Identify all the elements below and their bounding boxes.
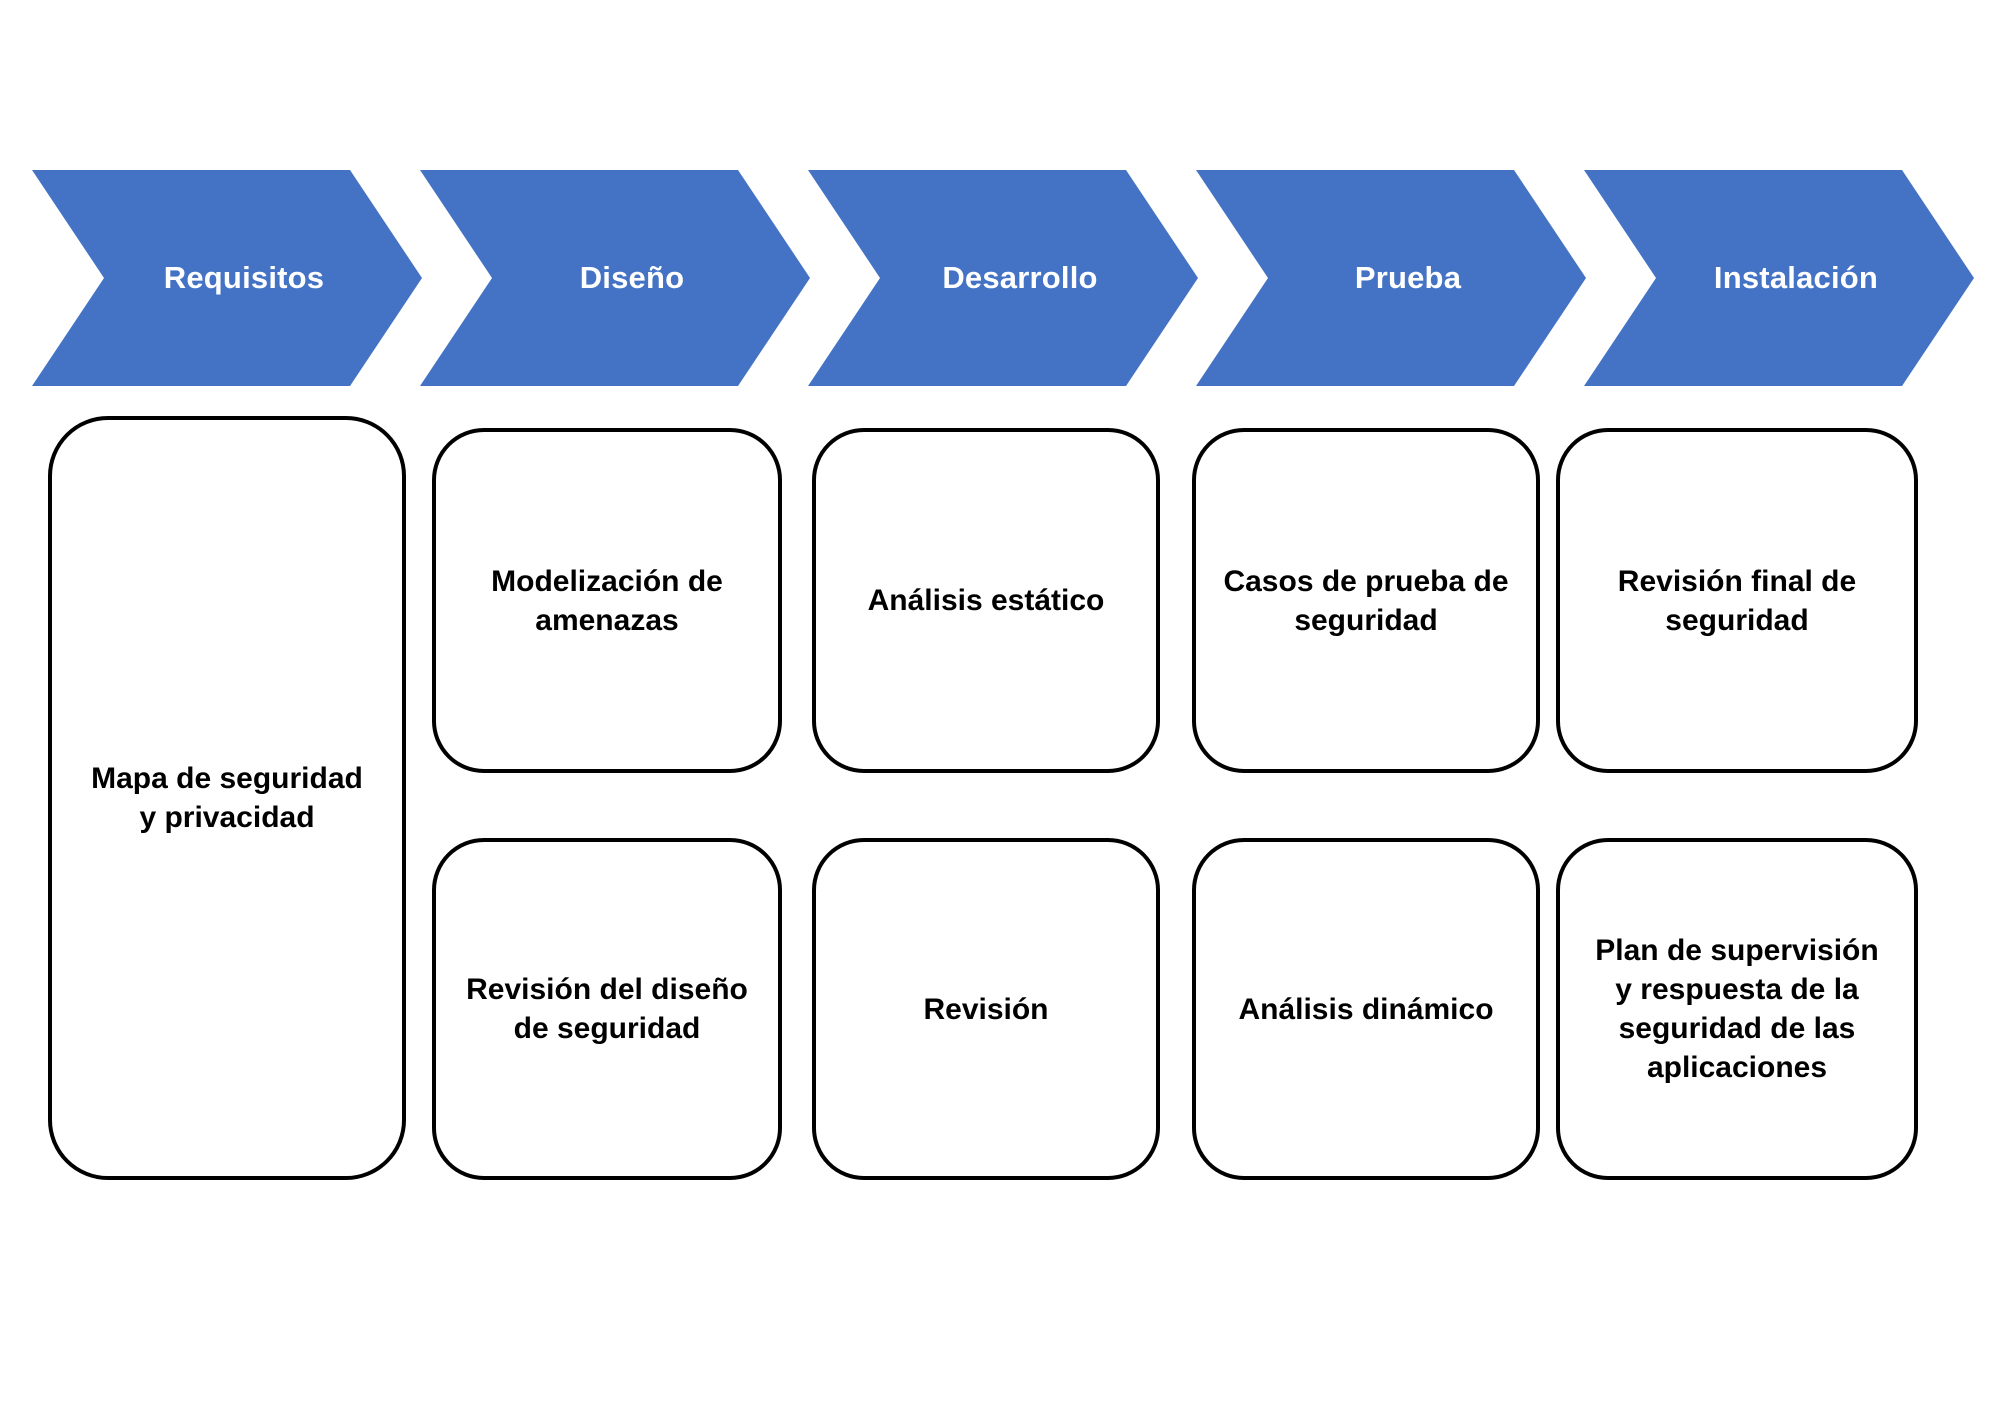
task-label: Mapa de seguridad y privacidad — [91, 762, 363, 834]
task-label: Modelización de amenazas — [491, 564, 723, 637]
task-box-modelizacion-amenazas[interactable]: Modelización de amenazas — [432, 428, 782, 773]
task-box-revision-final-seguridad[interactable]: Revisión final de seguridad — [1556, 428, 1918, 773]
task-box-analisis-dinamico[interactable]: Análisis dinámico — [1192, 838, 1540, 1180]
phase-chevron-diseno[interactable]: Diseño — [420, 170, 810, 386]
task-box-revision-diseno-seguridad[interactable]: Revisión del diseño de seguridad — [432, 838, 782, 1180]
phase-chevron-requisitos[interactable]: Requisitos — [32, 170, 422, 386]
task-label: Casos de prueba de seguridad — [1223, 564, 1509, 637]
task-box-plan-supervision-respuesta[interactable]: Plan de supervisión y respuesta de la se… — [1556, 838, 1918, 1180]
task-label: Análisis estático — [867, 584, 1105, 617]
phase-label-prueba: Prueba — [1354, 259, 1462, 295]
task-box-mapa-seguridad-privacidad[interactable]: Mapa de seguridad y privacidad — [48, 416, 406, 1180]
phase-chevron-band: Requisitos Diseño Desarrollo Prueba Inst… — [0, 170, 2000, 386]
phase-chevron-desarrollo[interactable]: Desarrollo — [808, 170, 1198, 386]
phase-label-instalacion: Instalación — [1713, 259, 1879, 295]
task-label: Revisión del diseño de seguridad — [466, 973, 748, 1045]
phase-chevron-instalacion[interactable]: Instalación — [1584, 170, 1974, 386]
phase-label-diseno: Diseño — [579, 259, 685, 295]
phase-chevron-prueba[interactable]: Prueba — [1196, 170, 1586, 386]
task-box-casos-prueba-seguridad[interactable]: Casos de prueba de seguridad — [1192, 428, 1540, 773]
task-label: Revisión final de seguridad — [1617, 564, 1857, 637]
task-box-revision[interactable]: Revisión — [812, 838, 1160, 1180]
task-label: Análisis dinámico — [1238, 992, 1494, 1026]
task-label: Revisión — [923, 992, 1049, 1026]
phase-label-requisitos: Requisitos — [163, 259, 325, 295]
phase-label-desarrollo: Desarrollo — [942, 259, 1098, 295]
task-box-analisis-estatico[interactable]: Análisis estático — [812, 428, 1160, 773]
task-label: Plan de supervisión y respuesta de la se… — [1595, 934, 1879, 1084]
